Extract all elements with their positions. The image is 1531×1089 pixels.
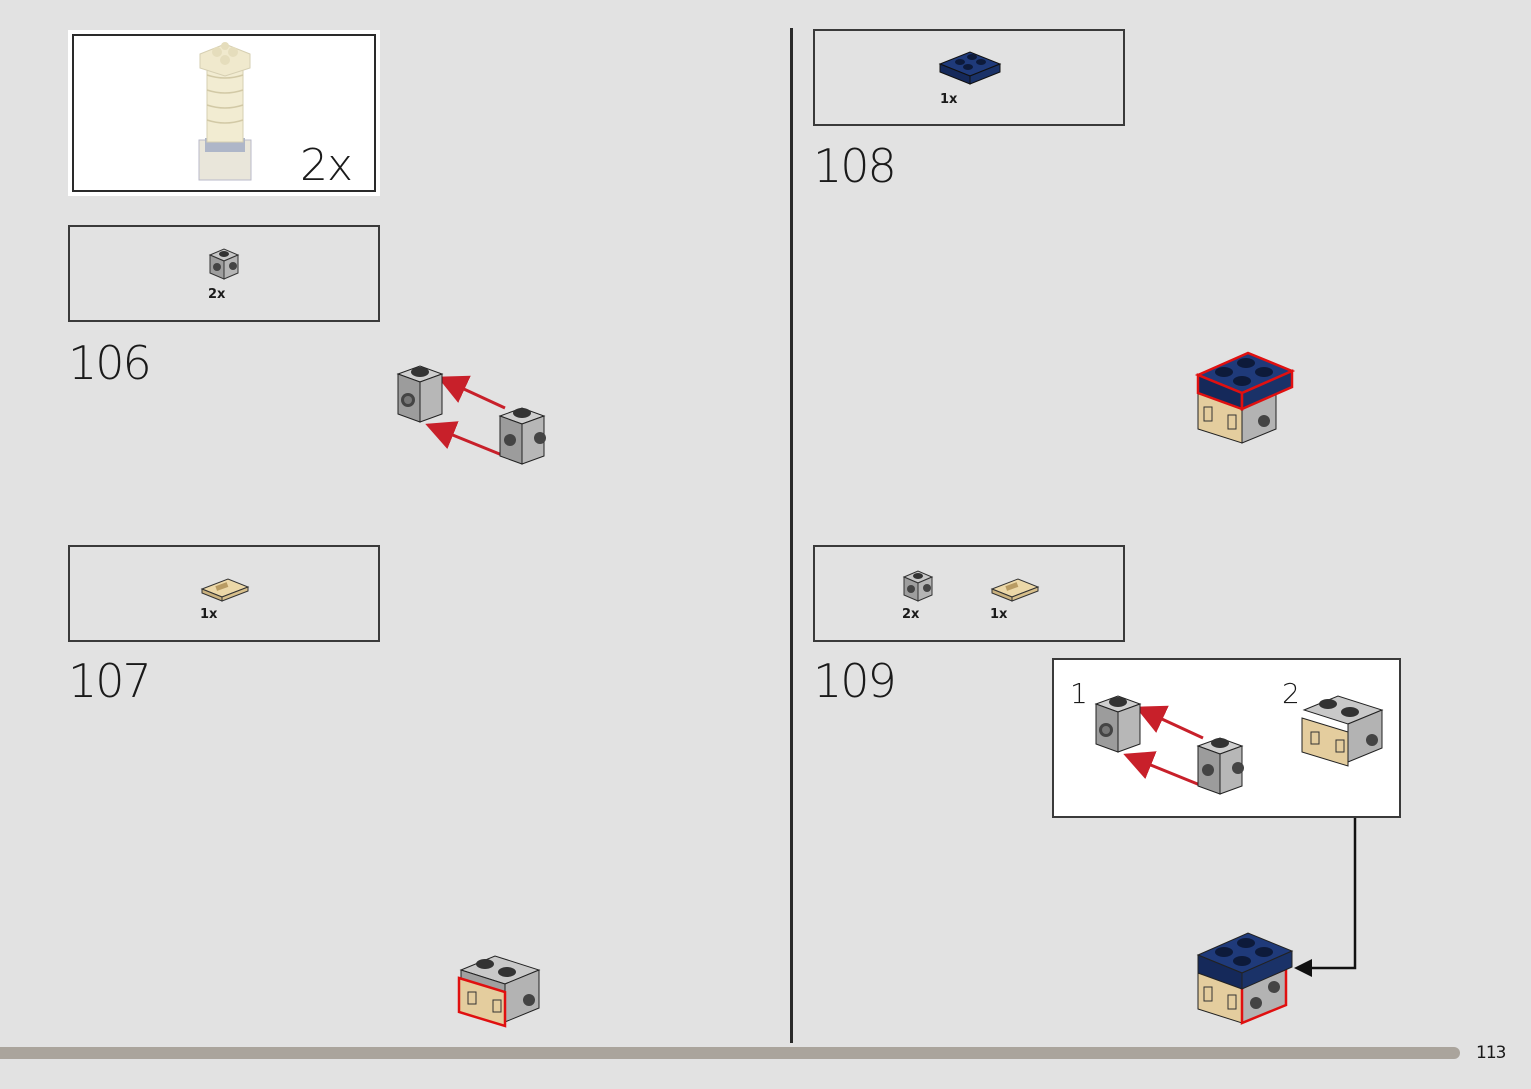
step-106-parts-list bbox=[68, 225, 380, 322]
callout-connector-arrow bbox=[1294, 818, 1357, 977]
gray-brick-part-icon bbox=[208, 248, 240, 280]
step-107-number: 107 bbox=[68, 654, 152, 708]
step-109-parts-list bbox=[813, 545, 1125, 642]
step-109-number: 109 bbox=[813, 654, 897, 708]
step-108-assembly-illustration bbox=[1194, 351, 1296, 444]
step-108-number: 108 bbox=[813, 139, 897, 193]
step-109-assembly-illustration bbox=[1196, 932, 1294, 1025]
step-106-assembly-illustration bbox=[396, 365, 546, 465]
sub-step-1-number: 1 bbox=[1070, 677, 1088, 710]
page-number: 113 bbox=[1476, 1043, 1506, 1063]
step-106-number: 106 bbox=[68, 336, 152, 390]
step-106-part-qty: 2x bbox=[208, 287, 226, 302]
step-109-part-qty-tan: 1x bbox=[990, 607, 1008, 622]
sub-step-2-illustration bbox=[1301, 695, 1384, 767]
tower-submodel-image bbox=[198, 42, 252, 181]
tan-tile-part-icon bbox=[200, 578, 250, 602]
page-divider bbox=[790, 28, 793, 1043]
gray-brick-left bbox=[396, 365, 444, 423]
sub-step-2-number: 2 bbox=[1282, 677, 1300, 710]
step-108-part-qty: 1x bbox=[940, 92, 958, 107]
tan-tile-part-icon bbox=[990, 578, 1040, 602]
step-107-parts-list bbox=[68, 545, 380, 642]
page-progress-bar bbox=[0, 1047, 1460, 1059]
gray-brick-right bbox=[498, 407, 546, 465]
step-109-part-qty-gray: 2x bbox=[902, 607, 920, 622]
gray-brick-part-icon bbox=[902, 570, 934, 602]
step-108-parts-list bbox=[813, 29, 1125, 126]
step-107-assembly-illustration bbox=[457, 955, 541, 1028]
sub-step-1-illustration bbox=[1094, 695, 1244, 795]
submodel-quantity: 2x bbox=[300, 140, 353, 191]
blue-plate-part-icon bbox=[938, 51, 1002, 85]
step-107-part-qty: 1x bbox=[200, 607, 218, 622]
